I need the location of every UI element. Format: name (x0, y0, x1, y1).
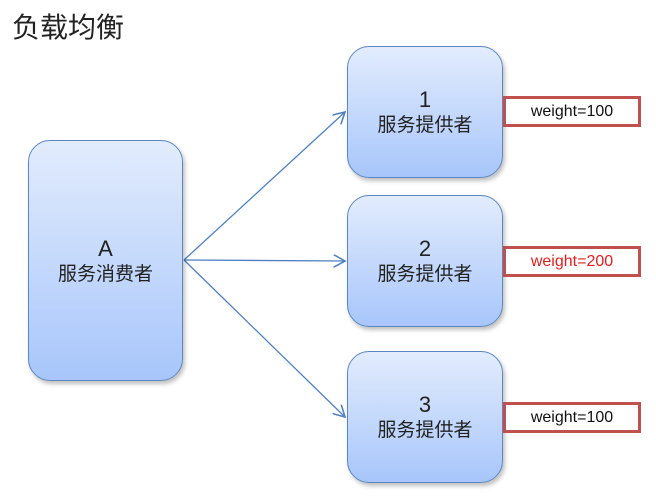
weight-label-1: weight=100 (503, 96, 641, 127)
provider-id: 3 (418, 392, 432, 417)
consumer-label: 服务消费者 (57, 262, 153, 285)
arrow-to-provider-3 (183, 259, 345, 417)
weight-label-2: weight=200 (503, 246, 641, 277)
weight-label-3: weight=100 (503, 402, 641, 433)
provider-id: 2 (418, 236, 432, 261)
provider-node-1: 1 服务提供者 (347, 46, 503, 178)
consumer-id: A (98, 235, 113, 261)
page-title: 负载均衡 (12, 11, 125, 44)
provider-node-3: 3 服务提供者 (347, 351, 503, 483)
provider-label: 服务提供者 (377, 114, 473, 136)
arrow-to-provider-1 (183, 112, 345, 261)
provider-label: 服务提供者 (377, 419, 473, 441)
provider-label: 服务提供者 (377, 263, 473, 285)
provider-node-2: 2 服务提供者 (347, 195, 503, 327)
arrow-to-provider-2 (183, 260, 345, 261)
consumer-node: A 服务消费者 (28, 140, 183, 381)
provider-id: 1 (418, 87, 432, 112)
